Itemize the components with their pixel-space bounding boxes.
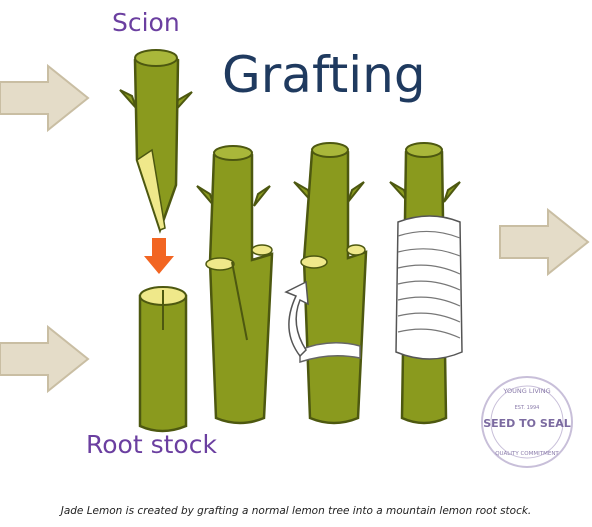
image-caption: Jade Lemon is created by grafting a norm… [60,505,532,517]
orange-down-arrow [144,238,174,274]
seal-arc-top: YOUNG LIVING [502,387,550,395]
left-top-arrow [0,63,90,133]
seal-arc-bottom: QUALITY COMMITMENT [495,451,559,457]
graft-wrapped [389,142,463,425]
seal-est: EST. 1994 [515,405,540,411]
root-stock-label: Root stock [86,430,217,459]
seed-to-seal-logo: YOUNG LIVING EST. 1994 SEED TO SEAL QUAL… [481,376,573,468]
scion-cutting [119,49,193,234]
root-stock-cutting [138,286,188,433]
graft-joined [196,145,274,425]
seal-main-text: SEED TO SEAL [483,417,571,430]
right-arrow [499,207,590,277]
scion-label: Scion [112,8,180,37]
left-bottom-arrow [0,324,90,394]
graft-wrapping [284,142,368,425]
diagram-title: Grafting [222,46,426,104]
